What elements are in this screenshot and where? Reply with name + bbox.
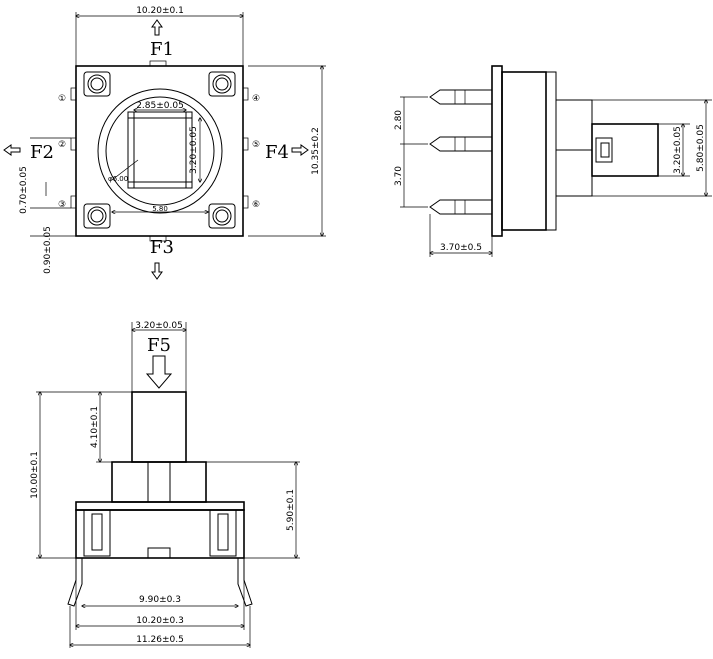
front-view: 3.20±0.05 F5 10.00±0.1 4.10±0.1 5.9 (30, 321, 300, 648)
force-f4-label: F4 (265, 142, 289, 163)
side-view: 2.80 3.70 3.70±0.5 3.20±0.05 5.80±0.05 (394, 65, 712, 257)
pin-6-label: ⑥ (252, 200, 260, 210)
side-pin-bottom (429, 199, 493, 215)
dim-inner-height: 3.20±0.05 (189, 126, 199, 174)
force-f5-label: F5 (147, 335, 171, 356)
actuator-ring-inner (105, 96, 215, 206)
front-base (75, 509, 245, 559)
dim-pitch-bottom: 3.70 (394, 166, 404, 186)
force-f4-arrow (291, 144, 309, 156)
pin-5-label: ⑤ (252, 140, 260, 150)
pin-1-label: ① (58, 94, 66, 104)
top-view: 10.20±0.1 F1 (3, 6, 326, 280)
front-lead-right (237, 558, 253, 607)
corner-boss-tl (83, 71, 111, 97)
dim-shaft-height: 4.10±0.1 (90, 406, 100, 448)
pin-4-label: ④ (252, 94, 260, 104)
force-f2-arrow (3, 144, 21, 156)
dim-pin-offset: 0.70±0.05 (19, 166, 29, 214)
dim-top-width: 10.20±0.1 (136, 6, 184, 16)
dim-shaft-side: 3.20±0.05 (673, 126, 683, 174)
dim-inner-span: 9.90±0.3 (139, 595, 181, 605)
side-shaft (591, 123, 659, 177)
dim-pin-edge: 0.90±0.05 (43, 226, 53, 274)
side-pin-mid (429, 136, 493, 152)
force-f1-label: F1 (150, 39, 174, 60)
dim-body-width: 10.20±0.3 (136, 616, 184, 626)
force-f3-arrow (151, 262, 163, 280)
dim-lead-span: 11.26±0.5 (136, 635, 184, 645)
front-lead-left (67, 558, 83, 607)
pin-3-label: ③ (58, 200, 66, 210)
dim-diameter: φ6.00 (108, 175, 128, 183)
front-shaft (131, 391, 187, 463)
dim-shaft-width: 3.20±0.05 (135, 321, 183, 331)
dim-lead-length: 3.70±0.5 (440, 243, 482, 253)
corner-boss-bl (83, 203, 111, 229)
force-f5-arrow (145, 355, 173, 389)
dim-body-height: 5.90±0.1 (286, 489, 296, 531)
force-f2-label: F2 (30, 142, 54, 163)
corner-boss-tr (208, 71, 236, 97)
corner-boss-br (208, 203, 236, 229)
dim-pitch-top: 2.80 (394, 110, 404, 130)
side-pin-top (429, 89, 493, 105)
force-f3-label: F3 (150, 237, 174, 258)
dim-top-height: 10.35±0.2 (311, 127, 321, 175)
pin-2-label: ② (58, 140, 66, 150)
dim-total-height: 10.00±0.1 (30, 451, 40, 499)
dim-body-side: 5.80±0.05 (696, 124, 706, 172)
force-f1-arrow (151, 19, 163, 36)
dim-bottom-inner: 5.80 (152, 205, 168, 213)
dim-inner-width: 2.85±0.05 (136, 101, 184, 111)
